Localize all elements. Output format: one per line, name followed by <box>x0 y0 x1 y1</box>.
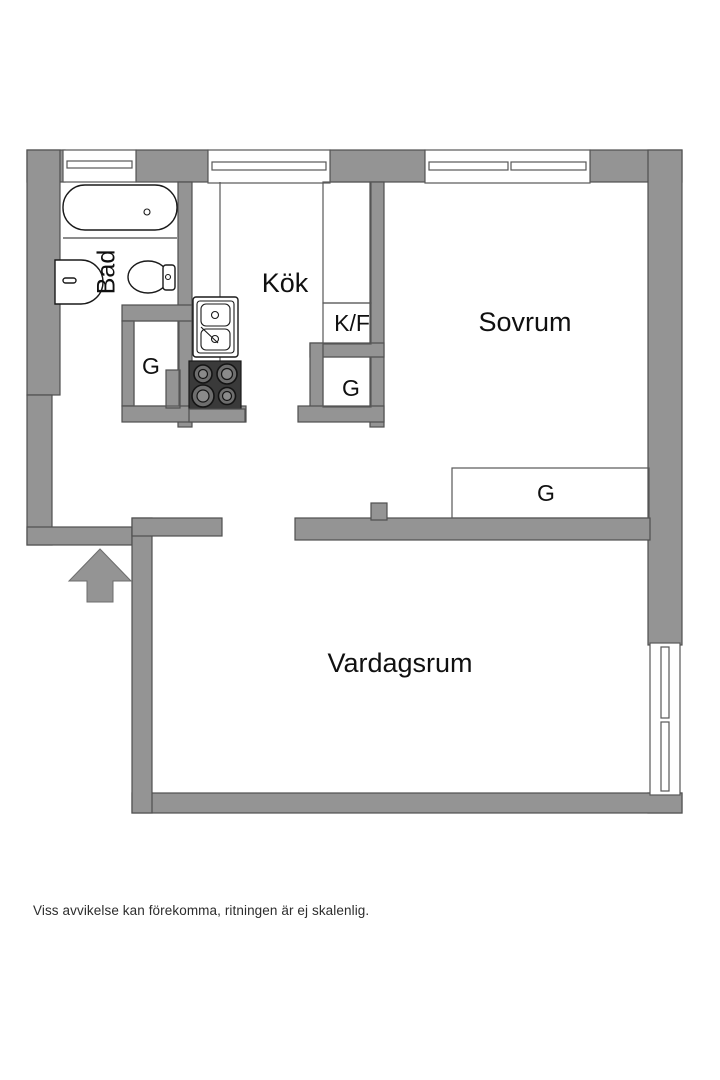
wall-central-divider-nub <box>370 502 388 521</box>
closet-label-sovrum: G <box>537 480 555 506</box>
wall-top-segment-kok-sovrum <box>329 149 426 183</box>
wall-bottom-exterior <box>131 792 683 814</box>
closet-bad-outline <box>133 320 180 407</box>
window-kok <box>207 149 331 184</box>
toilet-icon <box>127 260 176 294</box>
windows-group <box>62 149 681 796</box>
room-label-kok: Kök <box>262 268 309 298</box>
closet-kok-outline <box>322 356 372 408</box>
wall-kok-closet-left <box>309 342 324 414</box>
walls-group <box>26 149 683 814</box>
kitchen-fixtures <box>188 296 246 423</box>
entrance-arrow <box>67 548 133 603</box>
closet-label-bad: G <box>142 353 160 379</box>
stove-icon <box>188 360 242 410</box>
closet-sovrum-outline <box>451 467 650 519</box>
wall-kok-closet-bottom <box>297 405 385 423</box>
wall-vardagsrum-left <box>131 517 153 814</box>
window-vardagsrum <box>649 642 681 796</box>
bathroom-fixtures <box>54 184 178 305</box>
closet-label-kok: G <box>342 375 360 401</box>
kitchen-sink-icon <box>192 296 239 358</box>
wall-left-hall-base <box>26 526 133 546</box>
room-labels-group: Bad Kök Sovrum Vardagsrum <box>93 250 572 678</box>
wall-kok-right <box>369 181 385 428</box>
pantry-label-kf: K/F <box>334 310 370 336</box>
window-bad <box>62 149 137 183</box>
wall-vardagsrum-left-top-stub <box>131 517 223 537</box>
room-label-bad: Bad <box>93 250 121 294</box>
wall-bad-closet-inner-step <box>165 369 181 409</box>
kok-counter-base <box>188 408 246 423</box>
kok-niche-upper-outline <box>322 181 372 304</box>
wall-right-exterior <box>647 149 683 646</box>
bathtub-icon <box>62 184 178 231</box>
wall-bad-bottom <box>121 304 193 322</box>
wall-top-segment-bad-kok <box>135 149 209 183</box>
room-label-vardagsrum: Vardagsrum <box>327 648 472 678</box>
washbasin-icon <box>54 259 104 305</box>
disclaimer-caption: Viss avvikelse kan förekomma, ritningen … <box>33 903 370 918</box>
wall-central-divider <box>294 517 651 541</box>
room-label-sovrum: Sovrum <box>478 307 571 337</box>
wall-left-exterior-lower <box>26 394 53 546</box>
closet-labels-group: G G G K/F <box>142 310 555 506</box>
wall-bad-closet-left <box>121 320 135 407</box>
window-sovrum <box>424 149 591 184</box>
